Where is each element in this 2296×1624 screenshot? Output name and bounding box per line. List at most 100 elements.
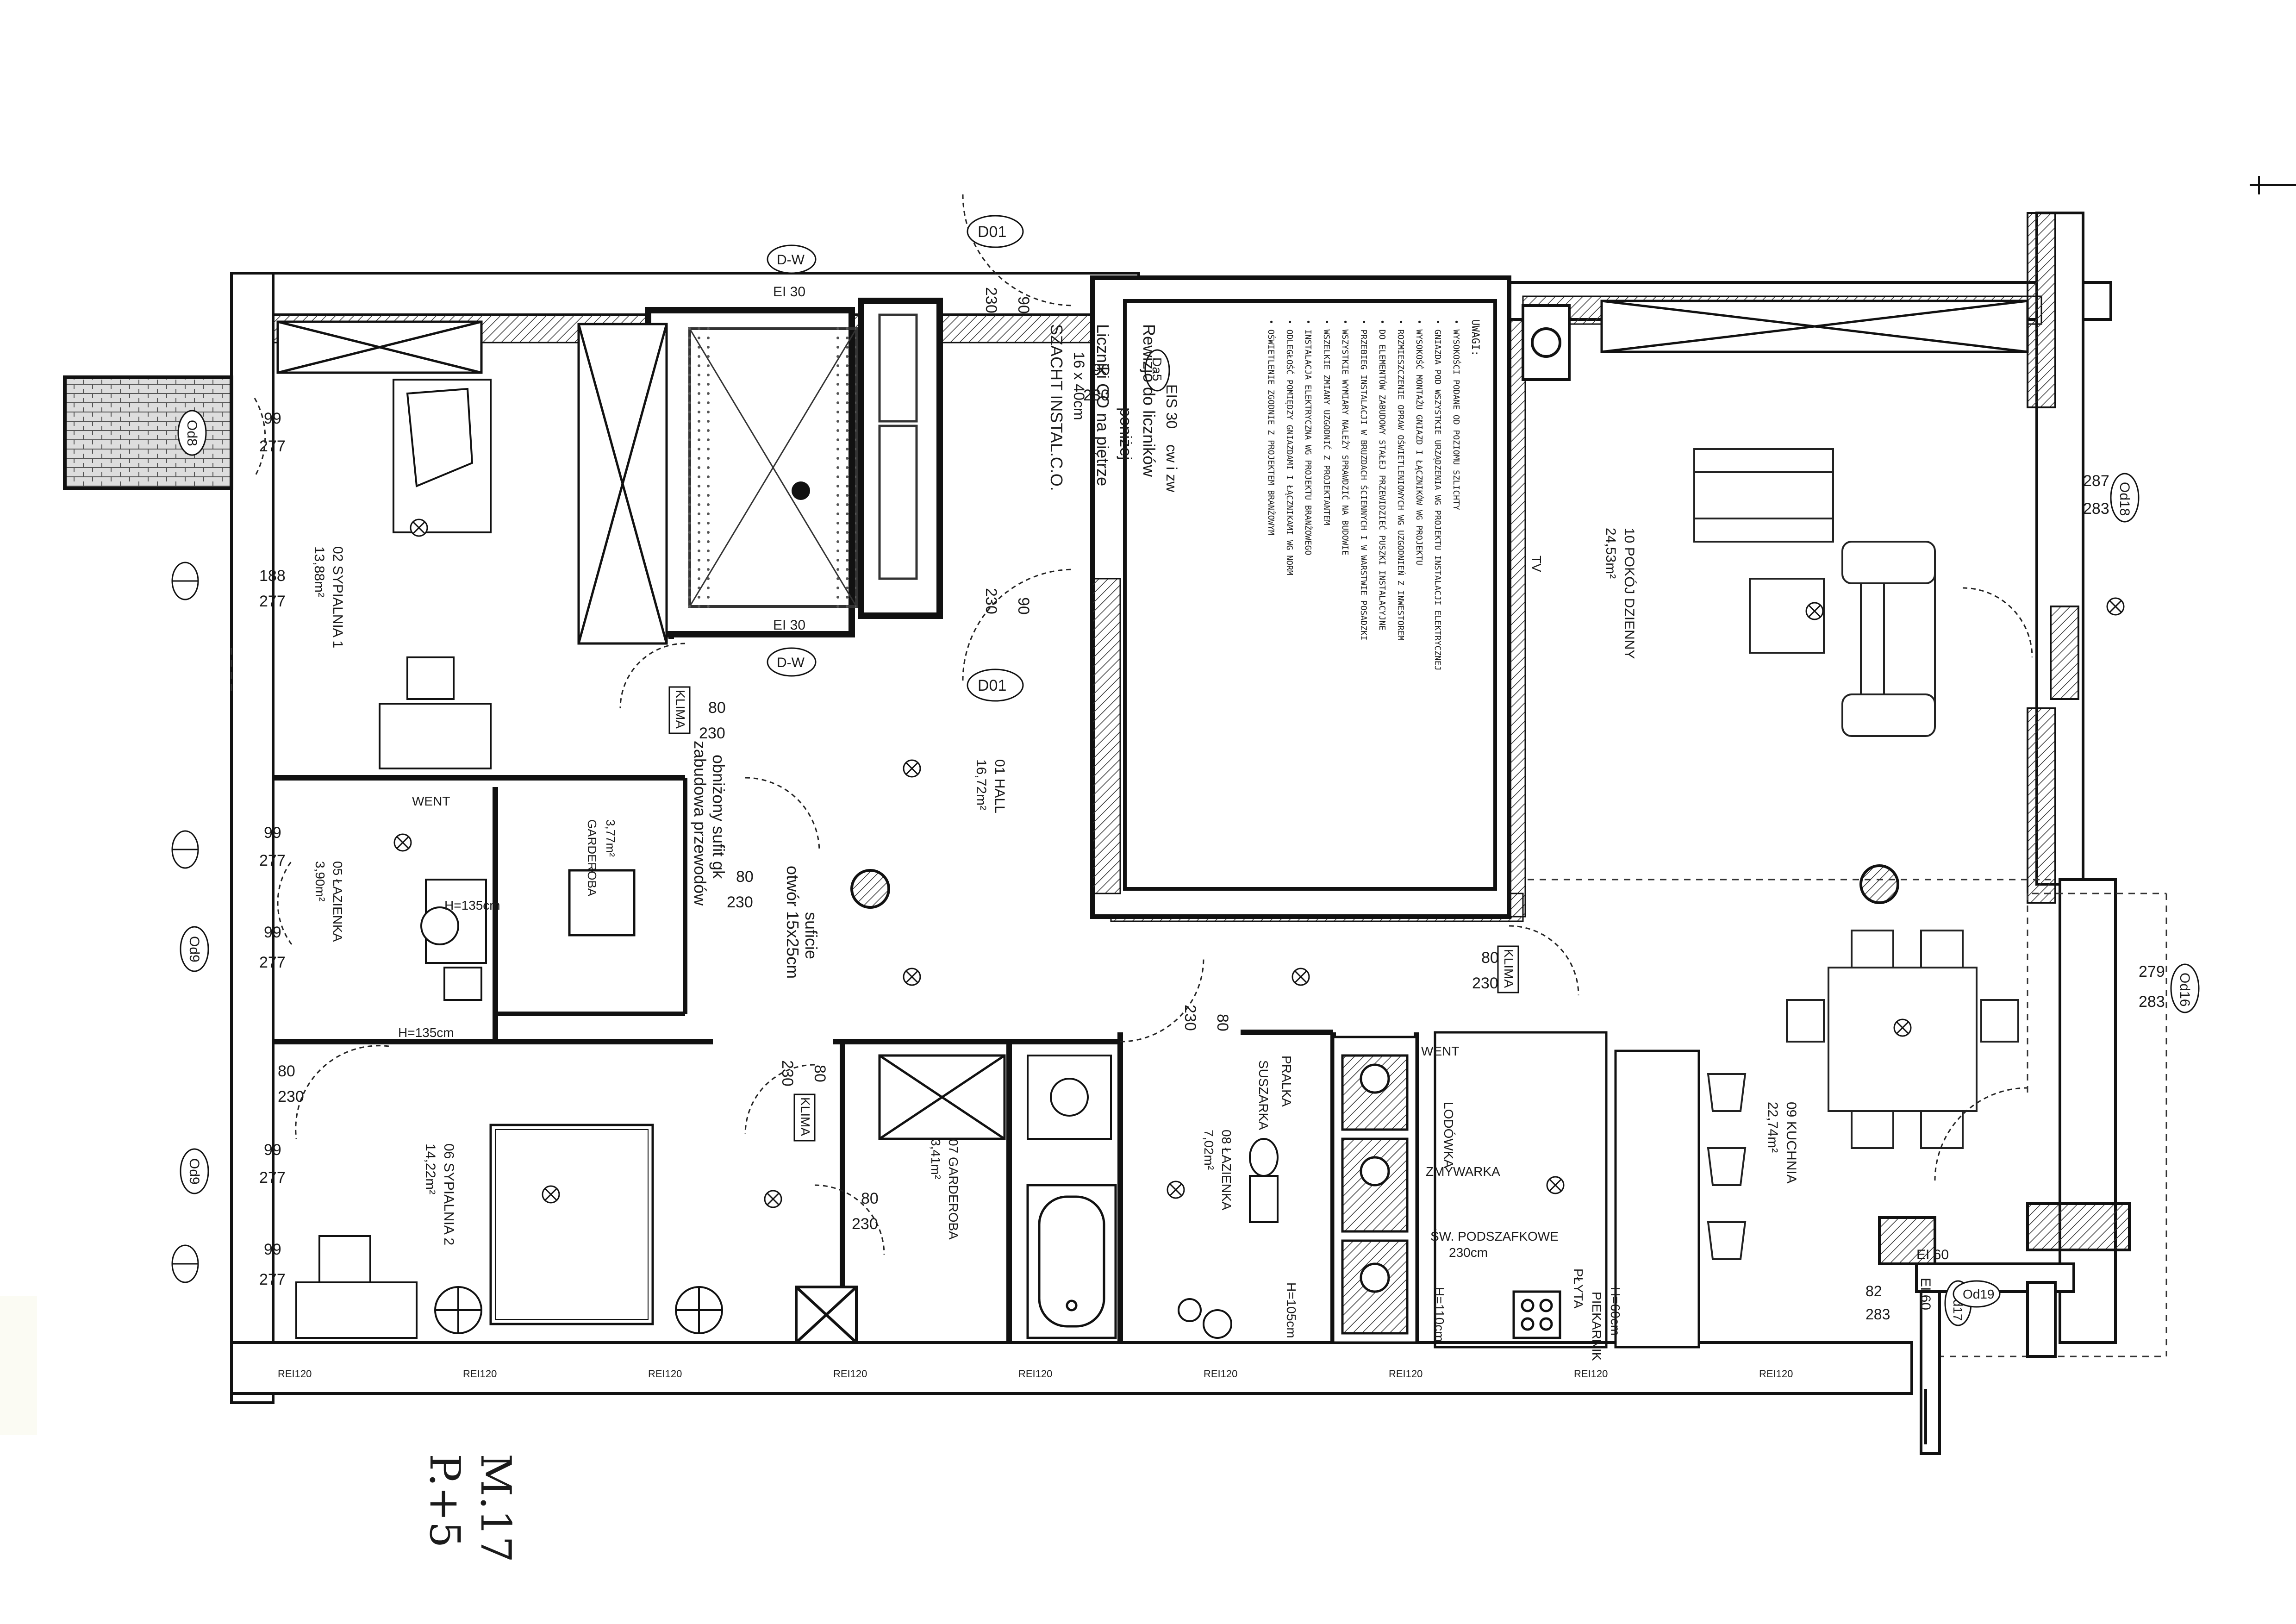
door-tag-dw-top: D-W	[767, 244, 817, 274]
right-wall-columns	[2027, 212, 2079, 904]
desks	[295, 656, 492, 1339]
klima-label: KLIMA	[1502, 949, 1516, 988]
went-label: WENT	[1421, 1044, 1459, 1058]
svg-text:Od18: Od18	[2117, 482, 2132, 516]
wardrobes	[276, 300, 2029, 1349]
svg-text:REI120: REI120	[278, 1368, 312, 1380]
room-area-05: 3,90m²	[313, 861, 327, 901]
sw-podszafkowe-label: ŚW. PODSZAFKOWE	[1430, 1229, 1559, 1243]
window-dim-h: 277	[259, 954, 286, 971]
window-dim-w: 99	[264, 924, 281, 941]
zmywarka-label: ZMYWARKA	[1426, 1164, 1500, 1179]
room-label-02: 02 SYPIALNIA 1	[330, 546, 345, 648]
window-dim-w: 287	[2083, 472, 2109, 490]
paper-stain	[0, 1296, 37, 1435]
hall-note-3: otwór 15x25cm	[783, 866, 802, 979]
door-dim-h: 230	[1083, 387, 1110, 404]
kitchen-stools	[1707, 1073, 1747, 1260]
general-notes: UWAGI: • WYSOKOŚCI PODANE OD POZIOMU SZL…	[1266, 319, 1481, 671]
kitchen-appliances	[1332, 1036, 1561, 1344]
svg-text:REI120: REI120	[1204, 1368, 1237, 1380]
height-label: H=110cm	[1432, 1287, 1447, 1342]
room-area-garderoba-small: 3,77m²	[604, 819, 618, 857]
height-label: H=135cm	[444, 898, 500, 912]
door-dim-w: 80	[861, 1190, 879, 1207]
shaft-line-1: Liczniki CO na piętrze	[1093, 324, 1112, 486]
note-line: • WSZYSTKIE WYMIARY NALEŻY SPRAWDZIĆ NA …	[1340, 319, 1350, 555]
note-line: • PRZEBIEG INSTALACJI W BRUZDACH ŚCIENNY…	[1359, 319, 1369, 641]
door-dim-w: 80	[1481, 949, 1499, 967]
shaft-size: 16 x 40cm	[1071, 352, 1087, 420]
note-line: • ROZMIESZCZENIE OPRAW OŚWIETLENIOWYCH W…	[1396, 319, 1406, 641]
door-dim-h: 230	[1472, 974, 1498, 992]
living-room-furniture	[1693, 448, 1936, 737]
svg-text:REI120: REI120	[1759, 1368, 1793, 1380]
door-tag-d01-top: D01	[967, 215, 1024, 248]
pralka-label: PRALKA	[1279, 1056, 1294, 1107]
shaft-note: SZACHT INSTAL.C.O. 16 x 40cm Liczniki CO…	[1047, 324, 1180, 493]
svg-text:REI120: REI120	[463, 1368, 497, 1380]
note-line: • GNIAZDA POD WSZYSTKIE URZĄDZENIA WG PR…	[1433, 319, 1442, 671]
svg-text:REI120: REI120	[833, 1368, 867, 1380]
tv-label: TV	[1529, 556, 1544, 572]
klima-label: KLIMA	[798, 1097, 812, 1136]
room-label-09: 09 KUCHNIA	[1784, 1102, 1799, 1184]
svg-text:REI120: REI120	[648, 1368, 682, 1380]
svg-text:REI120: REI120	[1018, 1368, 1052, 1380]
rei120-labels: REI120 REI120 REI120 REI120 REI120 REI12…	[278, 1368, 1793, 1380]
suszarka-label: SUSZARKA	[1256, 1060, 1271, 1130]
svg-text:Od16: Od16	[2177, 973, 2192, 1006]
room-area-10: 24,53m²	[1603, 528, 1618, 579]
door-dim-h: 230	[852, 1215, 878, 1233]
dining-table	[1786, 930, 2019, 1149]
svg-text:Od8: Od8	[184, 420, 200, 446]
door-tag-da5: Da5	[1144, 349, 1170, 392]
note-line: • WYSOKOŚCI PODANE OD POZIOMU SZLICHTY	[1451, 319, 1461, 510]
height-label: H=105cm	[1284, 1282, 1298, 1338]
window-tag-od18: Od18	[2110, 473, 2140, 523]
door-dim-w: 90	[1092, 361, 1110, 379]
door-dim-w: 80	[708, 699, 726, 717]
hall-notes: zabudowa przewodów obniżony sufit gk	[691, 741, 728, 906]
unit-handwriting: M.17 P.+5	[420, 1454, 520, 1562]
svg-text:REI120: REI120	[1574, 1368, 1608, 1380]
hall-notes-opening: otwór 15x25cm suficie	[783, 866, 821, 979]
shaft-line-4: cw i zw	[1163, 444, 1180, 493]
bathtub	[1026, 1184, 1117, 1339]
room-area-02: 13,88m²	[312, 546, 327, 597]
entry-vestibule	[1878, 1202, 2131, 1455]
window-tag-od9-b: Od9	[180, 1148, 209, 1194]
window-tags: Od8 99 277 188 277 99 277 Od9 99 277 80 …	[171, 410, 2200, 1326]
fire-rating-label: EI 30	[773, 618, 805, 633]
svg-text:D01: D01	[978, 223, 1006, 241]
fire-rating-label-eis: EIS 30	[1163, 384, 1180, 429]
svg-text:Od19: Od19	[1963, 1287, 1995, 1301]
door-dim-w: 80	[736, 868, 754, 886]
central-core	[645, 298, 943, 637]
floor-level: P.+5	[420, 1454, 469, 1548]
door-tag-dw-bottom: D-W	[767, 647, 817, 677]
svg-text:D-W: D-W	[777, 655, 805, 670]
door-tag-d01-bottom: D01	[967, 668, 1024, 702]
svg-text:REI120: REI120	[1389, 1368, 1423, 1380]
window-tag-od19: Od19	[1953, 1280, 2001, 1308]
svg-text:Od9: Od9	[187, 1158, 202, 1185]
room-label-01: 01 HALL	[992, 759, 1007, 813]
appliance-labels: KLIMA KLIMA KLIMA WENT WENT SUSZARKA PRA…	[398, 556, 1622, 1361]
plyta-label: PŁYTA	[1571, 1268, 1585, 1309]
window-dim-w: 82	[1866, 1283, 1882, 1299]
hall-partitions	[493, 778, 687, 1016]
room-label-10: 10 POKÓJ DZIENNY	[1622, 528, 1637, 659]
doors	[254, 194, 2033, 1255]
bed-1	[393, 379, 492, 533]
door-dim-w: 90	[1015, 296, 1032, 314]
window-dim-w: 99	[264, 1241, 281, 1258]
room-area-07: 3,41m²	[929, 1139, 943, 1179]
door-dim-w: 80	[1214, 1014, 1231, 1031]
fire-rating-label: EI 60	[1918, 1278, 1933, 1310]
height-label: 230cm	[1449, 1245, 1488, 1260]
room-area-06: 14,22m²	[423, 1143, 438, 1194]
room-label-05: 05 ŁAZIENKA	[331, 861, 345, 942]
note-line: • OŚWIETLENIE ZGODNIE Z PROJEKTEM BRANŻO…	[1266, 319, 1276, 535]
